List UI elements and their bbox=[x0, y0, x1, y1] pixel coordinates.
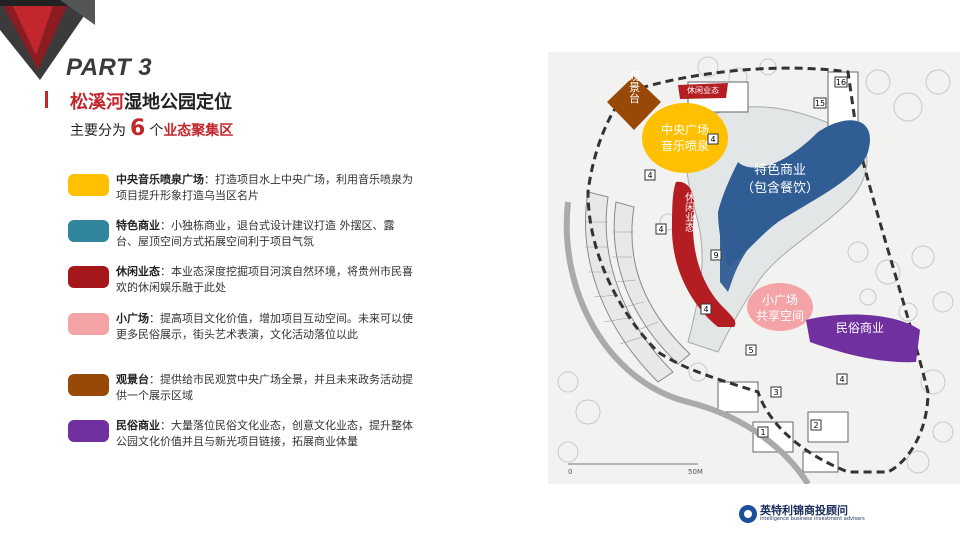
legend-description: 休闲业态：本业态深度挖掘项目河滨自然环境，将贵州市民喜欢的休闲娱乐融于此处 bbox=[116, 264, 416, 296]
corner-brand-graphic bbox=[0, 0, 95, 80]
marker-label: 15 bbox=[815, 99, 825, 108]
marker-label: 4 bbox=[658, 225, 663, 234]
zone-label-viewing: 观景台 bbox=[628, 70, 641, 103]
marker-label: 3 bbox=[773, 388, 778, 397]
company-name-en: intelligence business investment adviser… bbox=[760, 516, 865, 522]
scale-start: 0 bbox=[568, 468, 572, 476]
legend-item: 中央音乐喷泉广场：打造项目水上中央广场，利用音乐喷泉为项目提升形象打造乌当区名片 bbox=[68, 172, 418, 212]
zone-label-plaza-2: 共享空间 bbox=[756, 308, 804, 323]
legend-description: 小广场：提高项目文化价值，增加项目互动空间。未来可以使更多民俗展示，街头艺术表演… bbox=[116, 311, 416, 343]
marker-label: 4 bbox=[647, 171, 652, 180]
marker-label: 4 bbox=[839, 375, 844, 384]
marker-label: 4 bbox=[703, 305, 708, 314]
marker-label: 16 bbox=[836, 78, 846, 87]
legend-sep: ： bbox=[149, 373, 160, 386]
legend-name: 中央音乐喷泉广场 bbox=[116, 173, 204, 186]
zone-folk bbox=[806, 314, 920, 363]
zone-label-leisure-vertical: 休闲业态 bbox=[683, 192, 695, 232]
marker-label: 5 bbox=[748, 346, 753, 355]
subtitle-prefix: 主要分为 bbox=[70, 123, 126, 139]
subtitle-unit: 个 bbox=[149, 123, 164, 139]
legend-name: 民俗商业 bbox=[116, 419, 160, 432]
zone-label-fountain-2: 音乐喷泉 bbox=[661, 138, 709, 153]
page-title: 松溪河湿地公园定位 bbox=[70, 88, 232, 114]
legend-sep: ： bbox=[149, 312, 160, 325]
legend-description: 特色商业：小独栋商业，退台式设计建议打造 外摆区、露台、屋顶空间方式拓展空间利于… bbox=[116, 218, 416, 250]
legend-description: 民俗商业：大量落位民俗文化业态，创意文化业态，提升整体公园文化价值并且与新光项目… bbox=[116, 418, 416, 450]
legend-name: 休闲业态 bbox=[116, 265, 160, 278]
legend-text: 打造项目水上中央广场，利用音乐喷泉为项目提升形象打造乌当区名片 bbox=[116, 173, 413, 202]
legend-description: 观景台：提供给市民观赏中央广场全景，并且未来政务活动提供一个展示区域 bbox=[116, 372, 416, 404]
title-accent-bar bbox=[45, 91, 48, 108]
road bbox=[563, 201, 811, 484]
tree-texture bbox=[557, 56, 954, 474]
part-label: PART 3 bbox=[66, 54, 153, 81]
plan-markers: 1 2 3 4 4 4 4 4 5 9 15 16 bbox=[644, 76, 848, 438]
legend-text: 本业态深度挖掘项目河滨自然环境，将贵州市民喜欢的休闲娱乐融于此处 bbox=[116, 265, 413, 294]
legend-swatch bbox=[68, 220, 109, 242]
legend-item: 休闲业态：本业态深度挖掘项目河滨自然环境，将贵州市民喜欢的休闲娱乐融于此处 bbox=[68, 264, 418, 304]
legend-text: 提高项目文化价值，增加项目互动空间。未来可以使更多民俗展示，街头艺术表演，文化活… bbox=[116, 312, 413, 341]
scale-end: 50M bbox=[688, 468, 703, 476]
zone-label-folk: 民俗商业 bbox=[836, 320, 884, 335]
legend-swatch bbox=[68, 266, 109, 288]
legend-name: 特色商业 bbox=[116, 219, 160, 232]
legend-swatch bbox=[68, 420, 109, 442]
site-plan-map: 中央广场 音乐喷泉 特色商业 （包含餐饮） 小广场 共享空间 民俗商业 休闲业态… bbox=[548, 52, 960, 484]
legend-item: 观景台：提供给市民观赏中央广场全景，并且未来政务活动提供一个展示区域 bbox=[68, 372, 418, 412]
zone-leisure-vertical bbox=[672, 181, 736, 327]
legend-name: 观景台 bbox=[116, 373, 149, 386]
marker-label: 2 bbox=[813, 421, 818, 430]
zone-fountain bbox=[642, 103, 728, 173]
residential-lots bbox=[585, 191, 691, 383]
legend-item: 民俗商业：大量落位民俗文化业态，创意文化业态，提升整体公园文化价值并且与新光项目… bbox=[68, 418, 418, 458]
zone-label-commerce-1: 特色商业 bbox=[754, 162, 806, 178]
zone-label-commerce-2: （包含餐饮） bbox=[741, 180, 819, 196]
legend-text: 提供给市民观赏中央广场全景，并且未来政务活动提供一个展示区域 bbox=[116, 373, 413, 402]
zone-label-fountain-1: 中央广场 bbox=[661, 122, 709, 137]
zone-commerce-extension bbox=[720, 134, 858, 292]
subtitle-highlight: 业态聚集区 bbox=[163, 123, 234, 139]
zone-label-plaza-1: 小广场 bbox=[762, 293, 798, 307]
subtitle-number: 6 bbox=[130, 116, 146, 141]
legend-swatch bbox=[68, 374, 109, 396]
zone-label-leisure-top: 休闲业态 bbox=[687, 85, 719, 95]
company-name-cn: 英特利锦商投顾问 bbox=[760, 504, 848, 517]
legend-swatch bbox=[68, 313, 109, 335]
legend-sep: ： bbox=[160, 265, 171, 278]
legend-sep: ： bbox=[204, 173, 215, 186]
legend-sep: ： bbox=[160, 219, 171, 232]
legend-item: 小广场：提高项目文化价值，增加项目互动空间。未来可以使更多民俗展示，街头艺术表演… bbox=[68, 311, 418, 351]
marker-label: 9 bbox=[713, 251, 718, 260]
legend-text: 小独栋商业，退台式设计建议打造 外摆区、露台、屋顶空间方式拓展空间利于项目气氛 bbox=[116, 219, 395, 248]
zone-viewing bbox=[607, 76, 661, 130]
legend-item: 特色商业：小独栋商业，退台式设计建议打造 外摆区、露台、屋顶空间方式拓展空间利于… bbox=[68, 218, 418, 258]
legend-sep: ： bbox=[160, 419, 171, 432]
zone-plaza bbox=[747, 283, 813, 331]
legend-text: 大量落位民俗文化业态，创意文化业态，提升整体公园文化价值并且与新光项目链接，拓展… bbox=[116, 419, 413, 448]
title-highlight: 松溪河 bbox=[70, 92, 124, 113]
legend-name: 小广场 bbox=[116, 312, 149, 325]
company-logo-icon bbox=[739, 505, 757, 523]
zone-leisure-top bbox=[678, 83, 728, 99]
legend-description: 中央音乐喷泉广场：打造项目水上中央广场，利用音乐喷泉为项目提升形象打造乌当区名片 bbox=[116, 172, 416, 204]
legend-swatch bbox=[68, 174, 109, 196]
title-text: 湿地公园定位 bbox=[124, 92, 232, 113]
marker-label: 1 bbox=[760, 428, 765, 437]
marker-label: 4 bbox=[710, 135, 715, 144]
